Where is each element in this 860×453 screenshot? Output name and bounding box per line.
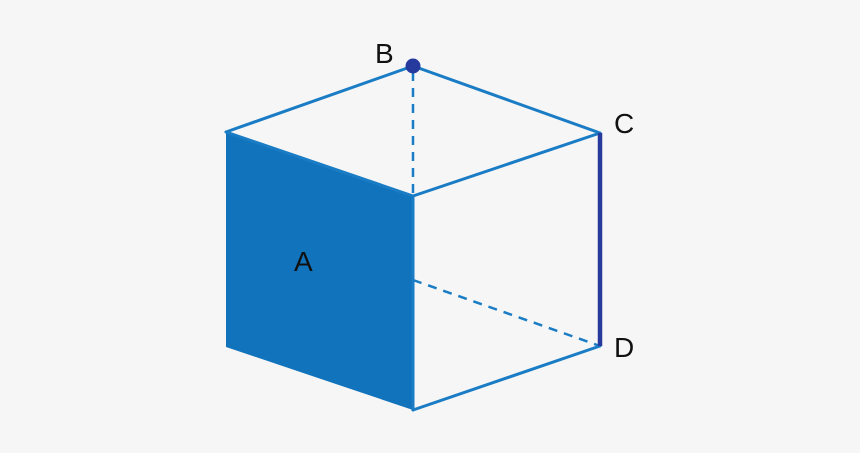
label-vertex-b: B xyxy=(375,38,394,69)
face-a xyxy=(226,132,413,410)
label-vertex-d: D xyxy=(614,332,635,363)
label-vertex-c: C xyxy=(614,108,635,139)
visible-edges xyxy=(224,64,602,412)
label-face-a: A xyxy=(294,246,313,277)
point-b xyxy=(405,58,421,74)
hidden-edges xyxy=(411,72,601,348)
